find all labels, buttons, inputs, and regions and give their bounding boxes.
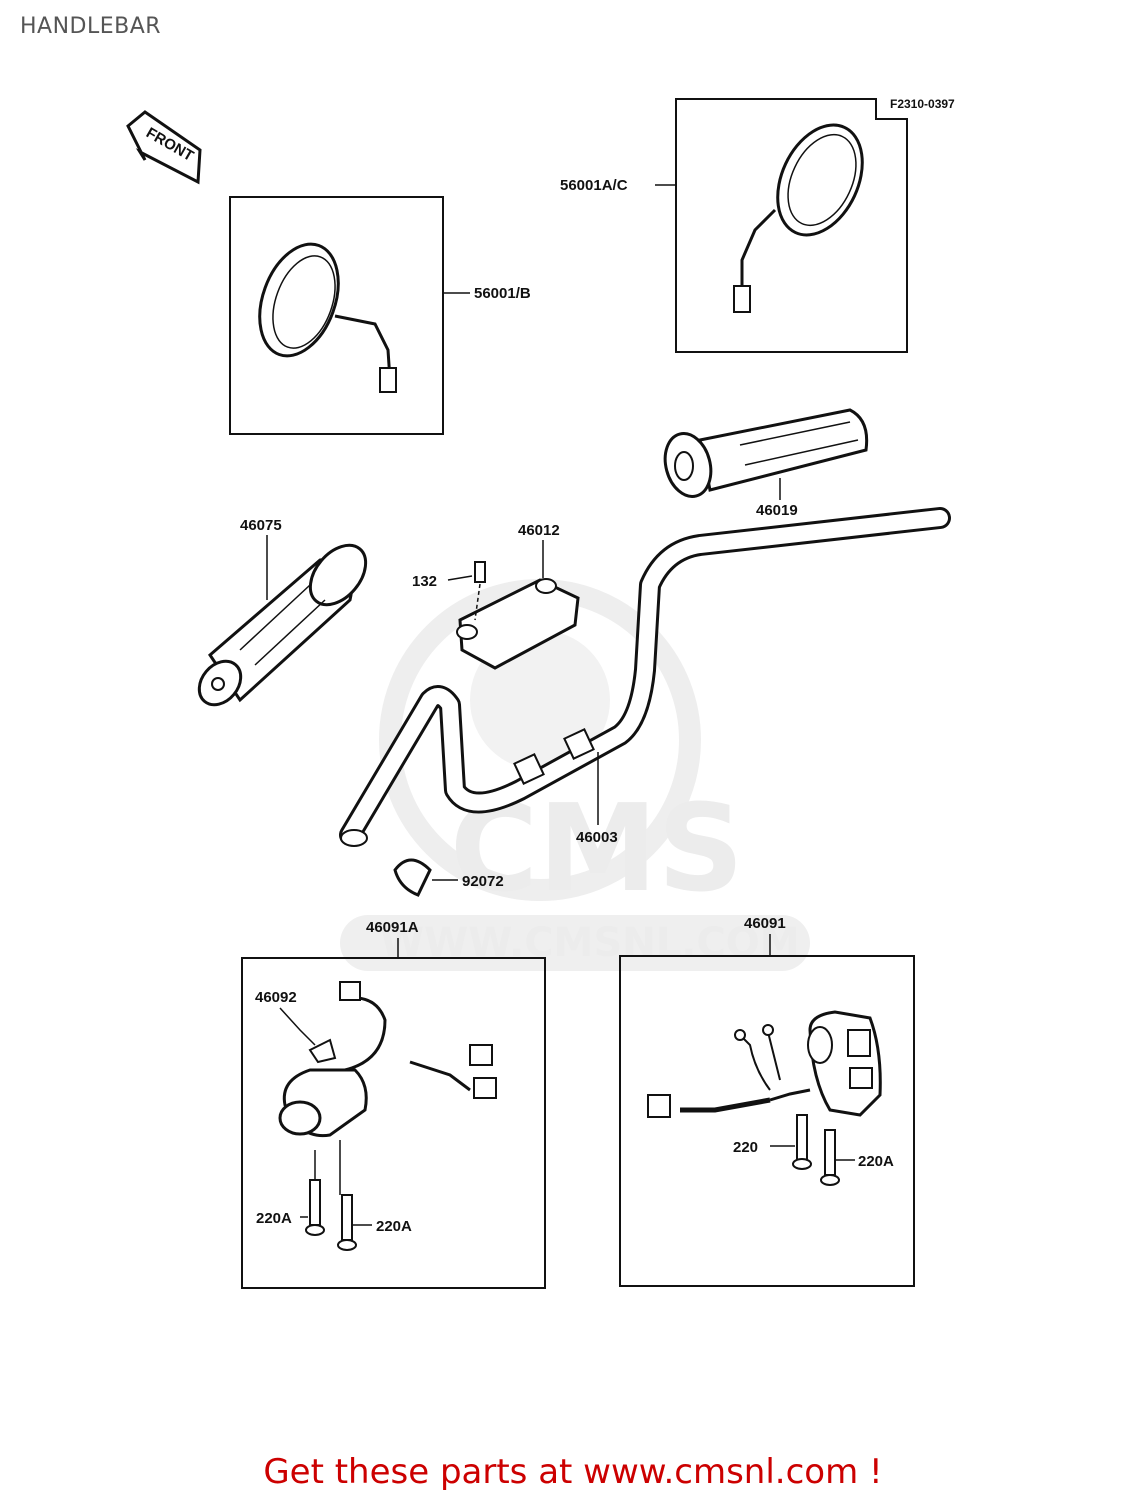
label-switch-left-assy: 46091A — [366, 919, 419, 936]
balance-weight: 92072 — [393, 858, 504, 897]
label-weight: 92072 — [462, 873, 504, 890]
label-switch-right-assy: 46091 — [744, 915, 786, 932]
label-screw-right-a: 220 — [733, 1139, 758, 1156]
switch-left: 46091A 46092 220A 220A — [241, 919, 546, 1289]
label-handlebar: 46003 — [576, 829, 618, 846]
switch-right: 46091 220 220A — [619, 915, 915, 1287]
label-mirror-right: 56001A/C — [560, 177, 628, 194]
footer-link[interactable]: Get these parts at www.cmsnl.com ! — [263, 1452, 883, 1492]
mirror-right: 56001A/C — [560, 98, 908, 353]
handlebar: 46003 — [339, 507, 951, 847]
label-switch-left-part: 46092 — [255, 989, 297, 1006]
label-grip-left: 46075 — [240, 517, 282, 534]
label-screw-left-a: 220A — [256, 1210, 292, 1227]
label-grip-right: 46019 — [756, 502, 798, 519]
label-bolt: 132 — [412, 573, 437, 590]
page-title: HANDLEBAR — [20, 14, 162, 39]
grip-right: 46019 — [663, 408, 869, 519]
figure-ref: F2310-0397 — [890, 97, 955, 111]
handlebar-holder: 46012 132 — [412, 522, 580, 670]
label-mirror-left: 56001/B — [474, 285, 531, 302]
watermark-url: WWW.CMSNL.COM — [380, 920, 800, 966]
label-screw-right-b: 220A — [858, 1153, 894, 1170]
label-holder: 46012 — [518, 522, 560, 539]
watermark: CMS WWW.CMSNL.COM — [340, 579, 810, 971]
mirror-left: 56001/B — [229, 196, 531, 435]
grip-left: 46075 — [197, 517, 368, 707]
front-arrow: FRONT — [126, 110, 202, 185]
label-screw-left-b: 220A — [376, 1218, 412, 1235]
